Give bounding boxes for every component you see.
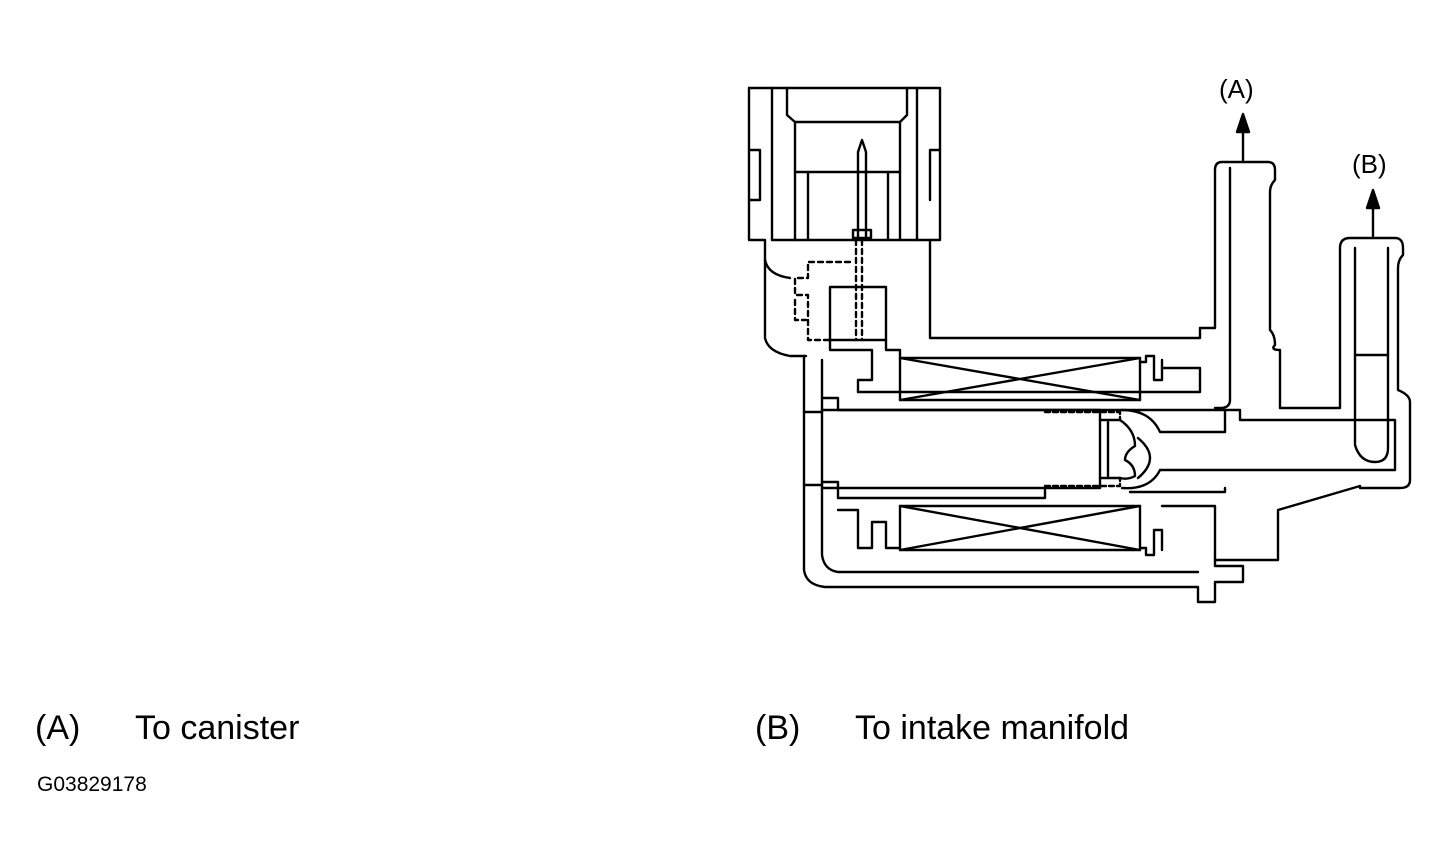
connector-housing [747, 86, 1202, 358]
legend-a-key: (A) [35, 709, 81, 747]
legend-a-text: To canister [135, 709, 300, 747]
outlet-b-tag: (B) [1352, 149, 1387, 179]
solenoid-coil-lower [836, 488, 1217, 562]
legend-b-key: (B) [755, 709, 801, 747]
terminal-pin [793, 138, 873, 342]
outlet-port-a [1198, 112, 1282, 410]
solenoid-coil-upper [856, 354, 1202, 402]
plunger [820, 408, 1122, 490]
legend-b-text: To intake manifold [855, 709, 1130, 747]
outlet-a-tag: (A) [1219, 74, 1254, 104]
terminal-block [828, 285, 902, 394]
outlet-port-b [1223, 188, 1412, 490]
valve-diaphragm [1118, 408, 1397, 494]
figure-code: G03829178 [37, 773, 147, 796]
